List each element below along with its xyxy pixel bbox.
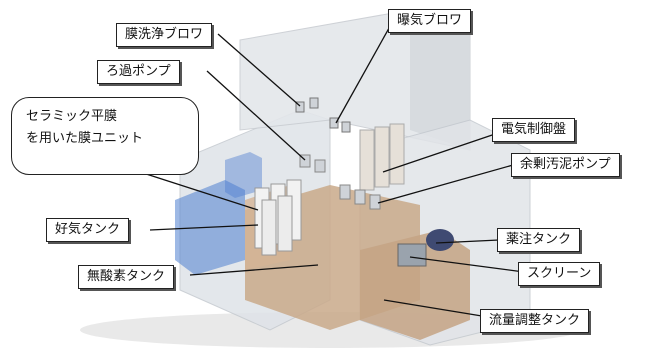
- label-control-panel: 電気制御盤: [492, 118, 576, 142]
- label-anoxic-tank: 無酸素タンク: [78, 265, 175, 289]
- ceramic-membrane-callout: セラミック平膜 を用いた膜ユニット: [11, 97, 199, 175]
- label-chemical-tank: 薬注タンク: [497, 228, 581, 252]
- callout-line-2: を用いた膜ユニット: [26, 131, 144, 146]
- aerobic-tank-upper: [225, 152, 262, 198]
- label-flow-tank: 流量調整タンク: [480, 309, 590, 333]
- blowers: [295, 97, 351, 133]
- membrane-units: [254, 179, 302, 256]
- label-filtration-pump: ろ過ポンプ: [97, 60, 180, 84]
- label-screen: スクリーン: [518, 262, 601, 286]
- screen-unit: [397, 243, 427, 267]
- flow-tank-floor: [360, 230, 470, 340]
- label-aeration-blower: 曝気ブロワ: [388, 9, 472, 33]
- label-membrane-blower: 膜洗浄ブロワ: [116, 23, 213, 47]
- leader-lines: [139, 20, 525, 318]
- chemical-tank-body: [426, 229, 454, 251]
- building-rear-side: [410, 10, 470, 150]
- control-panel-cabinets: [359, 123, 405, 191]
- callout-line-1: セラミック平膜: [26, 109, 118, 124]
- pump-row: [299, 154, 381, 210]
- label-aerobic-tank: 好気タンク: [46, 218, 130, 242]
- label-sludge-pump: 余剰汚泥ポンプ: [511, 153, 620, 177]
